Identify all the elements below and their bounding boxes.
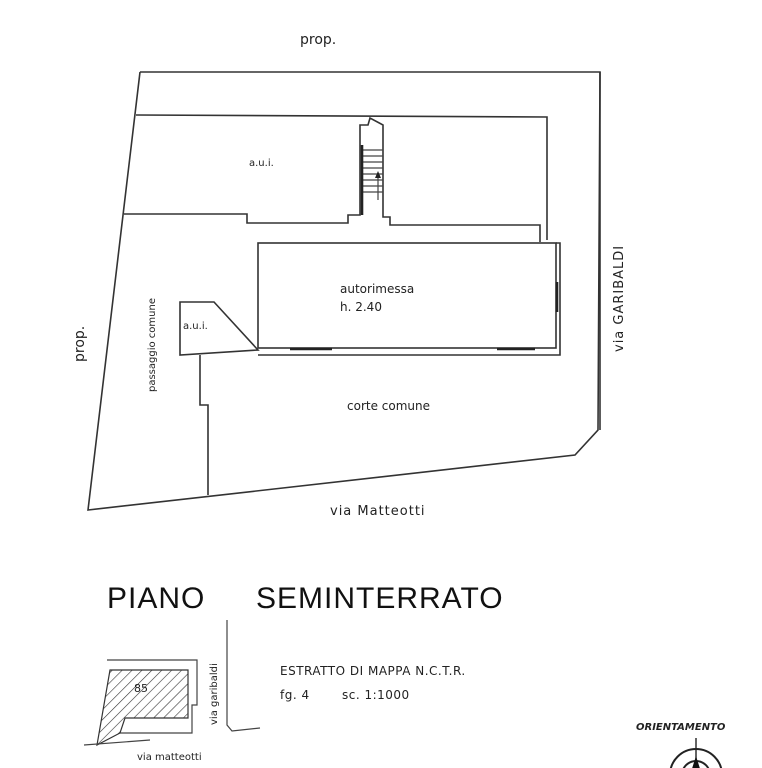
- plan-title-piano: PIANO: [107, 582, 206, 615]
- label-passaggio-comune: passaggio comune: [147, 298, 158, 392]
- plan-title-seminterrato: SEMINTERRATO: [256, 582, 504, 615]
- map-extract-scale: sc. 1:1000: [342, 688, 410, 702]
- compass-rose-icon: [669, 738, 723, 768]
- passage-divider: [199, 355, 209, 495]
- map-street-right: via garibaldi: [209, 663, 220, 725]
- aui-building-outline: [135, 114, 548, 240]
- label-corte-comune: corte comune: [347, 399, 430, 413]
- stairs: [360, 145, 383, 215]
- label-prop-top: prop.: [300, 32, 337, 48]
- map-extract-sketch: [83, 620, 261, 747]
- map-street-bottom: via matteotti: [137, 752, 202, 763]
- orientation-label: ORIENTAMENTO: [636, 722, 726, 733]
- label-via-matteotti: via Matteotti: [330, 504, 426, 519]
- aui-bottom-edge: [124, 116, 541, 242]
- label-height: h. 2.40: [340, 300, 382, 314]
- parcel-85: [96, 669, 189, 747]
- label-aui-top: a.u.i.: [249, 158, 274, 169]
- label-via-garibaldi: via GARIBALDI: [612, 244, 627, 352]
- label-aui-small: a.u.i.: [183, 321, 208, 332]
- lot-boundary: [87, 71, 601, 511]
- label-autorimessa: autorimessa: [340, 282, 415, 296]
- label-prop-left: prop.: [72, 325, 88, 362]
- parcel-number: 85: [134, 682, 148, 695]
- map-extract-sheet: fg. 4: [280, 688, 310, 702]
- small-aui-room: [179, 301, 260, 356]
- map-extract-heading: ESTRATTO DI MAPPA N.C.T.R.: [280, 664, 466, 678]
